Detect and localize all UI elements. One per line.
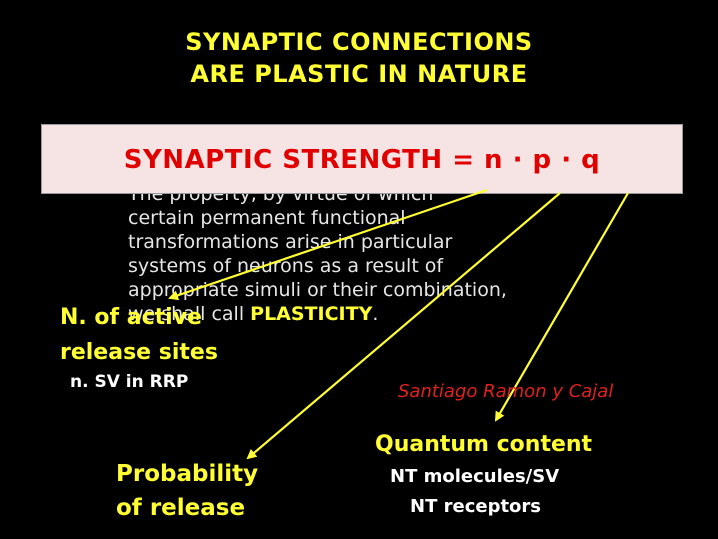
quote-line: transformations arise in particular (128, 231, 453, 253)
synaptic-strength-banner: SYNAPTIC STRENGTH = n · p · q (41, 124, 683, 194)
plasticity-highlight: PLASTICITY (250, 303, 373, 325)
label-q-line1: Quantum content (375, 432, 593, 457)
quote-author: Santiago Ramon y Cajal (398, 381, 614, 402)
cajal-quote: The property, by virtue of which certain… (128, 182, 598, 326)
label-p-line1: Probability (116, 461, 259, 487)
label-q-line2: NT molecules/SV (390, 466, 560, 487)
label-q-line3: NT receptors (410, 496, 542, 517)
quote-line: we shall call PLASTICITY. (128, 302, 598, 326)
arrow-q (494, 192, 629, 422)
quote-line: certain permanent functional (128, 207, 406, 229)
quote-text: . (372, 303, 379, 325)
arrow-n (168, 188, 488, 301)
quote-line: systems of neurons as a result of (128, 255, 444, 277)
quote-text: we shall call (128, 303, 251, 325)
synaptic-strength-formula: SYNAPTIC STRENGTH = n · p · q (123, 145, 601, 175)
label-p-line2: of release (116, 495, 246, 521)
label-n-line2: release sites (60, 340, 218, 365)
arrow-p (246, 192, 561, 460)
label-n-sub: n. SV in RRP (70, 372, 189, 392)
quote-line: appropriate simuli or their combination, (128, 279, 507, 301)
slide-title-line2: ARE PLASTIC IN NATURE (190, 60, 528, 88)
slide-title-line1: SYNAPTIC CONNECTIONS (185, 28, 533, 56)
label-n-line1: N. of active (60, 305, 202, 330)
